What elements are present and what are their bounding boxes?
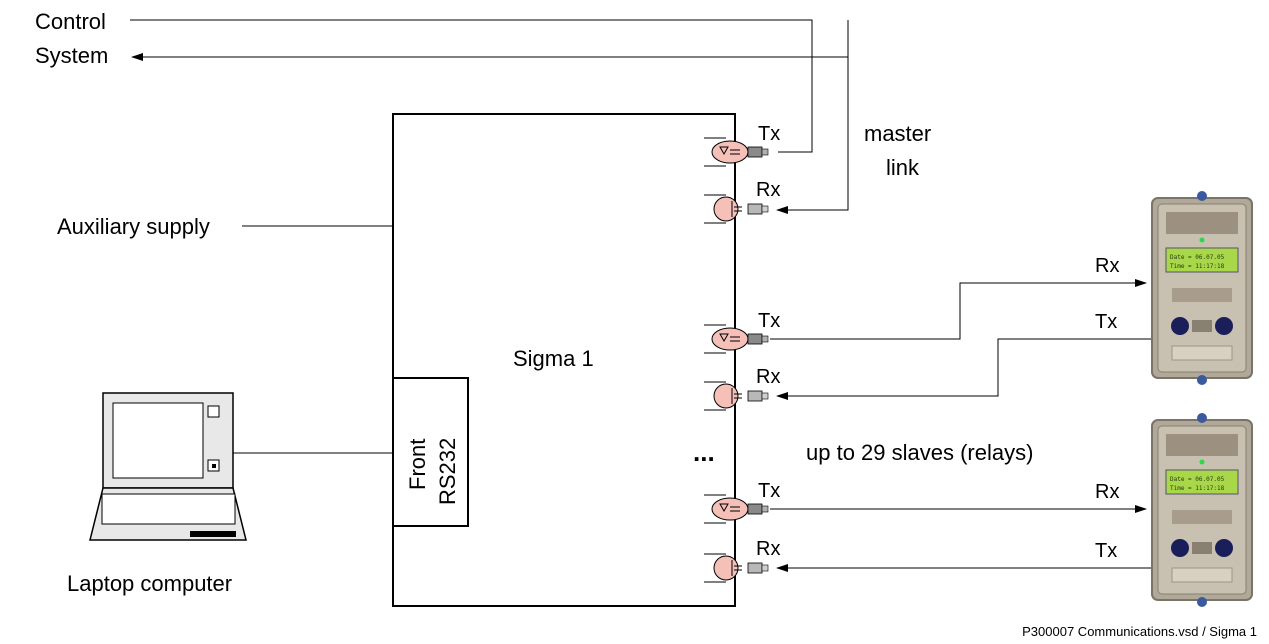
relay1-lcd-line1: Date = 06.07.05 [1170, 254, 1225, 261]
relay1-rx-label: Rx [1095, 255, 1119, 277]
control-system-label-2: System [35, 43, 108, 68]
laptop-label: Laptop computer [67, 571, 232, 596]
port-rx-slave1-label: Rx [756, 366, 780, 388]
slave1-rx-line [777, 339, 1152, 396]
relay-device-2: Date = 06.07.05 Time = 11:17:18 [1152, 413, 1252, 607]
port-tx-slave2-label: Tx [758, 480, 780, 502]
front-port-label-2: RS232 [435, 438, 460, 505]
relay1-lcd-line2: Time = 11:17:18 [1170, 263, 1225, 270]
master-link-label-2: link [886, 155, 920, 180]
rx-link-line [132, 20, 848, 57]
relay-device-1: Date = 06.07.05 Time = 11:17:18 [1152, 191, 1252, 385]
master-link-label-1: master [864, 121, 931, 146]
relay2-rx-label: Rx [1095, 481, 1119, 503]
port-tx-master-label: Tx [758, 123, 780, 145]
control-system-label-1: Control [35, 9, 106, 34]
aux-supply-label: Auxiliary supply [57, 214, 210, 239]
slaves-note: up to 29 slaves (relays) [806, 440, 1033, 465]
relay2-tx-label: Tx [1095, 540, 1117, 562]
port-tx-slave1-label: Tx [758, 310, 780, 332]
ellipsis: ... [693, 437, 715, 467]
relay1-tx-label: Tx [1095, 311, 1117, 333]
front-port-label-1: Front [405, 439, 430, 490]
slave1-tx-line [770, 283, 1146, 339]
laptop-icon [90, 393, 246, 540]
relay2-lcd-line1: Date = 06.07.05 [1170, 476, 1225, 483]
sigma-unit-title: Sigma 1 [513, 346, 594, 371]
port-rx-slave2-label: Rx [756, 538, 780, 560]
footer-caption: P300007 Communications.vsd / Sigma 1 [1022, 624, 1257, 639]
relay2-lcd-line2: Time = 11:17:18 [1170, 485, 1225, 492]
port-rx-master-label: Rx [756, 179, 780, 201]
